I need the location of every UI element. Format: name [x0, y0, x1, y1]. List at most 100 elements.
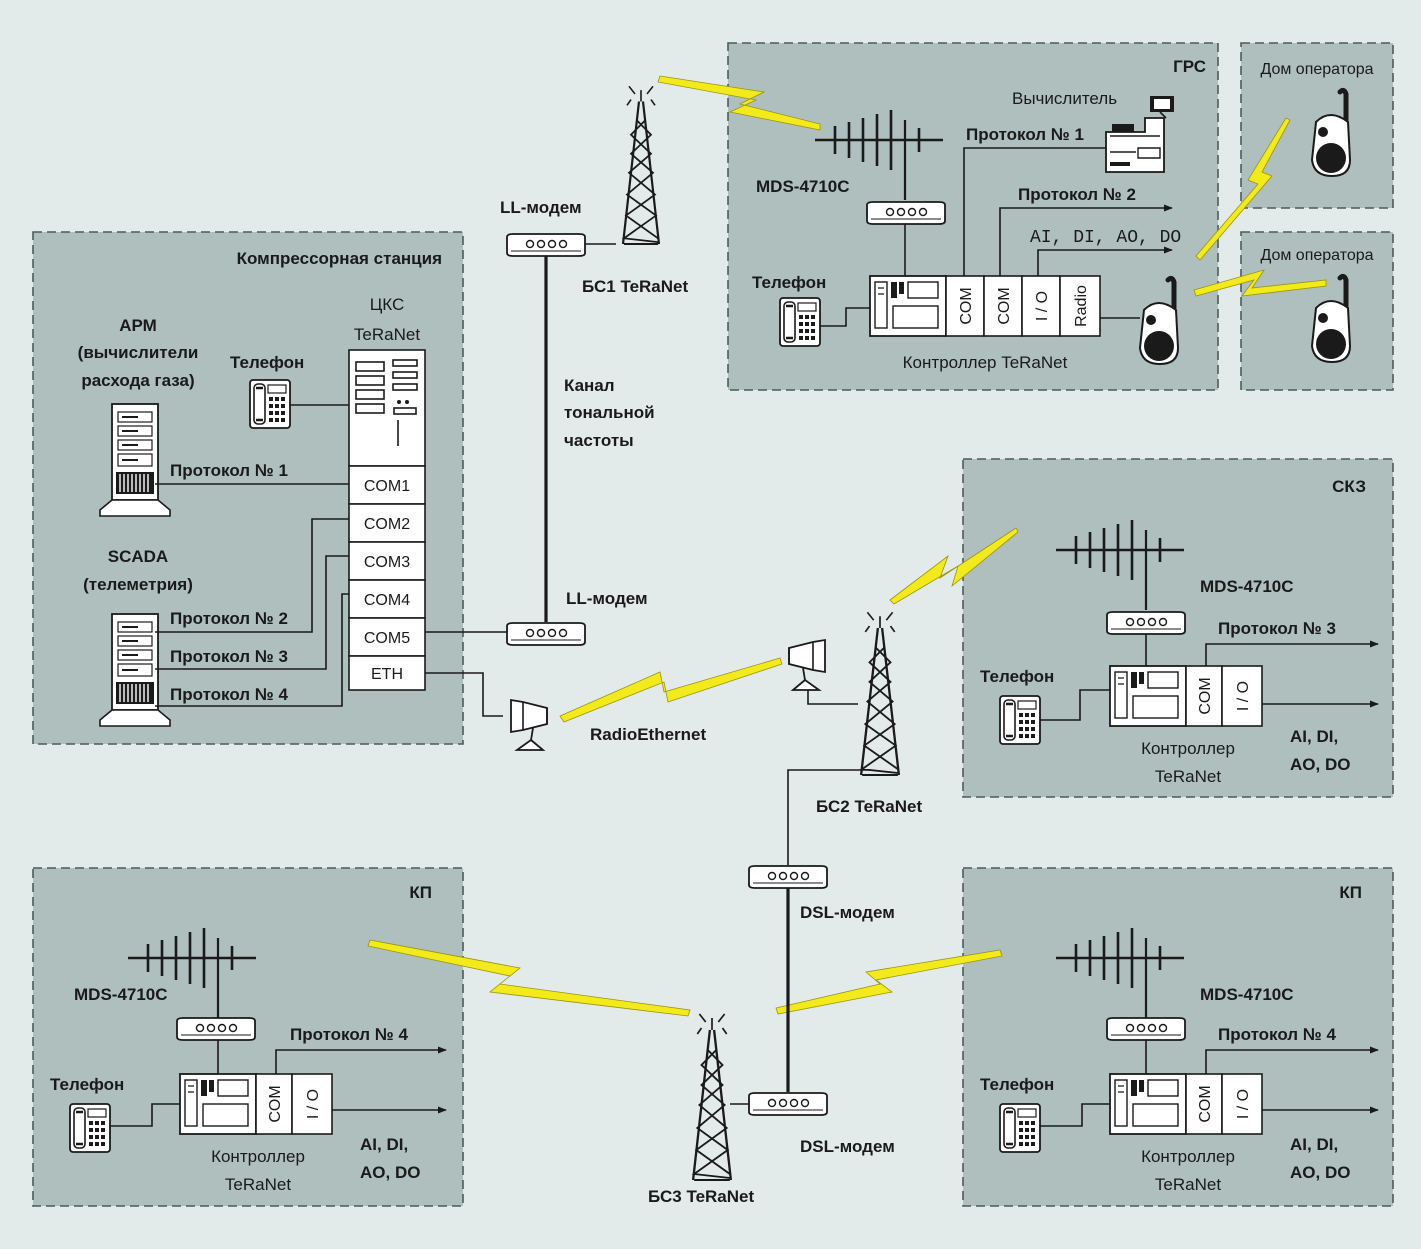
cks-port-com2: COM2: [348, 503, 426, 543]
grs-phone-icon: [778, 296, 822, 348]
protocol4-line: [155, 593, 349, 707]
kp-left-signals-label-1: AI, DI,: [360, 1135, 408, 1154]
scada-label-1: SCADA: [108, 547, 168, 566]
grs-port-com2: COM: [983, 275, 1023, 337]
grs-port-com1: COM: [945, 275, 985, 337]
ll-modem-bottom-label: LL-модем: [566, 589, 648, 608]
radio-link-bs3-kp-left: [367, 939, 691, 1017]
cks-port-com1: COM1: [348, 465, 426, 505]
skz-controller-label-1: Контроллер: [1141, 739, 1235, 758]
svg-text:I / O: I / O: [305, 1089, 322, 1119]
bs3-tower-icon: [691, 1012, 733, 1182]
compressor-phone-label: Телефон: [230, 353, 304, 372]
skz-phone-link: [1040, 689, 1110, 721]
radio-link-bs2-skz: [889, 527, 1019, 605]
protocol4-label: Протокол № 4: [170, 685, 288, 704]
grs-signals-label: AI, DI, AO, DO: [1030, 228, 1181, 248]
ll-modem-top-icon: [506, 233, 586, 257]
dsl-modem-bottom-label: DSL-модем: [800, 1137, 895, 1156]
kp-left-controller-icon: [179, 1073, 257, 1135]
kp-right-phone-label: Телефон: [980, 1075, 1054, 1094]
grs-port-radio: Radio: [1059, 275, 1101, 337]
cks-port-com1-label: COM1: [364, 478, 410, 495]
bs1-label: БС1 TeRaNet: [582, 277, 688, 296]
svg-text:COM: COM: [958, 287, 975, 324]
skz-phone-icon: [998, 694, 1042, 746]
radio-link-grs-operator-top: [1195, 117, 1291, 261]
ll-modem-top-label: LL-модем: [500, 198, 582, 217]
grs-phone-link: [820, 307, 870, 327]
svg-text:I / O: I / O: [1235, 681, 1252, 711]
kp-right-protocol-label: Протокол № 4: [1218, 1025, 1336, 1044]
arm-label-2: (вычислители: [78, 343, 199, 362]
bs2-label: БС2 TeRaNet: [816, 797, 922, 816]
ll-modem-bottom-icon: [506, 622, 586, 646]
kp-right-controller-label-1: Контроллер: [1141, 1147, 1235, 1166]
svg-text:I / O: I / O: [1235, 1089, 1252, 1119]
kp-left-radio-label: MDS-4710C: [74, 985, 168, 1004]
kp-left-phone-label: Телефон: [50, 1075, 124, 1094]
kp-right-signals-label-2: AO, DO: [1290, 1163, 1350, 1182]
horn-bs2-link: [807, 688, 858, 705]
cks-port-com3: COM3: [348, 541, 426, 581]
kp-right-protocol-line: [1205, 1046, 1379, 1074]
svg-text:COM: COM: [1197, 1085, 1214, 1122]
protocol3-line: [155, 555, 349, 670]
skz-signals-label-2: AO, DO: [1290, 755, 1350, 774]
grs-computer-icon: [1105, 96, 1174, 173]
dsl-modem-top-label: DSL-модем: [800, 903, 895, 922]
kp-right-phone-icon: [998, 1102, 1042, 1154]
grs-radio-label: MDS-4710C: [756, 177, 850, 196]
kp-right-controller-icon: [1109, 1073, 1187, 1135]
skz-port-com: COM: [1185, 665, 1223, 727]
grs-protocol2-label: Протокол № 2: [1018, 185, 1136, 204]
dsl-modem-top-icon: [748, 865, 828, 889]
grs-phone-label: Телефон: [752, 273, 826, 292]
skz-controller-icon: [1109, 665, 1187, 727]
bs3-label: БС3 TeRaNet: [648, 1187, 754, 1206]
svg-text:COM: COM: [267, 1085, 284, 1122]
radio-link-bs3-kp-right: [775, 949, 1003, 1015]
kp-right-controller-label-2: TeRaNet: [1155, 1175, 1221, 1194]
kp-left-port-io: I / O: [291, 1073, 333, 1135]
cks-port-com4: COM4: [348, 579, 426, 619]
grs-title: ГРС: [1173, 57, 1206, 76]
operator-house-top-title: Дом оператора: [1260, 61, 1373, 78]
kp-right-radio-label: MDS-4710C: [1200, 985, 1294, 1004]
radioethernet-horn-right-icon: [788, 639, 826, 691]
radioethernet-horn-left-icon: [510, 699, 548, 751]
grs-protocol1-label: Протокол № 1: [966, 125, 1084, 144]
grs-io-line: [1037, 246, 1173, 278]
grs-computer-label: Вычислитель: [1012, 89, 1117, 108]
kp-left-phone-icon: [68, 1102, 112, 1154]
skz-protocol-line: [1205, 640, 1379, 666]
grs-protocol1-line: [963, 147, 1106, 278]
kp-right-radio-modem-icon: [1106, 1017, 1186, 1041]
kp-left-protocol-line: [275, 1046, 447, 1074]
protocol3-label: Протокол № 3: [170, 647, 288, 666]
svg-text:Radio: Radio: [1073, 285, 1090, 327]
kp-left-protocol-label: Протокол № 4: [290, 1025, 408, 1044]
eth-line: [425, 672, 503, 717]
svg-text:I / O: I / O: [1034, 291, 1051, 321]
kp-left-phone-link: [110, 1103, 180, 1127]
dsl-modem-bottom-icon: [748, 1092, 828, 1116]
cks-port-com4-label: COM4: [364, 592, 410, 609]
kp-right-title: КП: [1339, 883, 1362, 902]
skz-protocol-label: Протокол № 3: [1218, 619, 1336, 638]
kp-left-radio-modem-icon: [176, 1017, 256, 1041]
svg-text:COM: COM: [996, 287, 1013, 324]
cks-port-com2-label: COM2: [364, 516, 410, 533]
cks-port-com3-label: COM3: [364, 554, 410, 571]
radio-link-grs-operator-bottom: [1193, 269, 1327, 297]
operator-house-bottom-title: Дом оператора: [1260, 247, 1373, 264]
grs-radio-modem-icon: [866, 201, 946, 225]
kp-left-controller-label-2: TeRaNet: [225, 1175, 291, 1194]
kp-right-signals-label-1: AI, DI,: [1290, 1135, 1338, 1154]
radioethernet-label: RadioEthernet: [590, 725, 707, 744]
radio-link-bs1-grs: [657, 75, 821, 131]
tone-channel-label-1: Канал: [564, 376, 615, 395]
protocol2-label: Протокол № 2: [170, 609, 288, 628]
tone-channel-label-2: тональной: [564, 403, 655, 422]
cks-server-icon: [348, 349, 426, 467]
